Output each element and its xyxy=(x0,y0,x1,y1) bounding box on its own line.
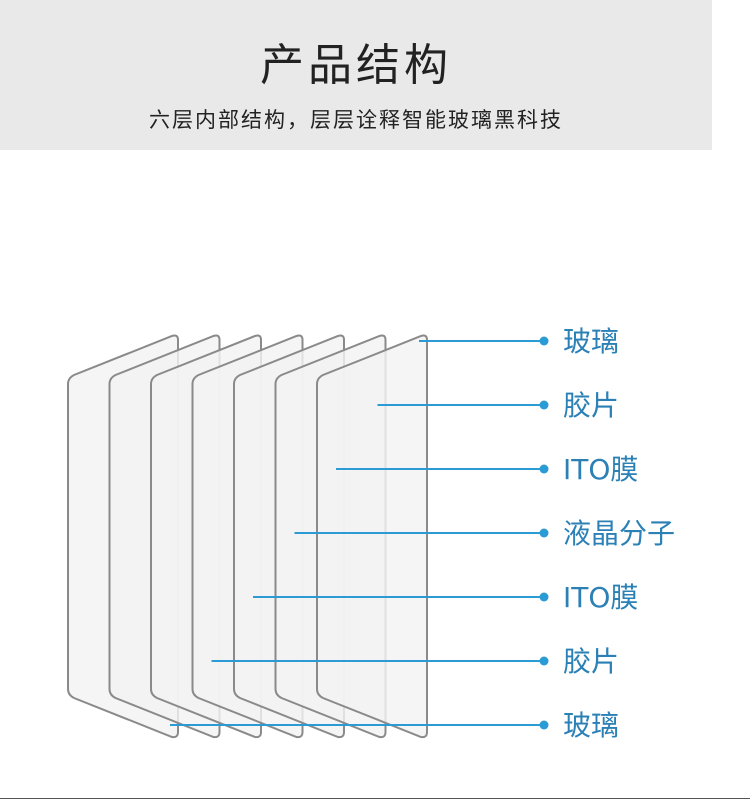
layer-label: 液晶分子 xyxy=(563,517,675,550)
glass-panel xyxy=(316,334,428,739)
layer-label: 胶片 xyxy=(563,645,619,678)
page-subtitle: 六层内部结构，层层诠释智能玻璃黑科技 xyxy=(149,108,563,132)
bottom-divider xyxy=(0,798,750,799)
header-banner: 产品结构 六层内部结构，层层诠释智能玻璃黑科技 xyxy=(0,0,712,150)
layer-label: ITO膜 xyxy=(563,453,638,486)
leader-dot xyxy=(539,400,549,410)
leader-dot xyxy=(539,656,549,666)
leader-dot xyxy=(539,720,549,730)
layer-label: ITO膜 xyxy=(563,581,638,614)
leader-dot xyxy=(539,592,549,602)
layer-label: 玻璃 xyxy=(563,325,619,358)
leader-dot xyxy=(539,336,549,346)
layer-label: 胶片 xyxy=(563,389,619,422)
glass-panel-stack xyxy=(67,334,428,739)
leader-dot xyxy=(539,528,549,538)
leader-lines xyxy=(170,336,549,730)
page-title: 产品结构 xyxy=(260,40,452,91)
layer-label: 玻璃 xyxy=(563,709,619,742)
leader-dot xyxy=(539,464,549,474)
